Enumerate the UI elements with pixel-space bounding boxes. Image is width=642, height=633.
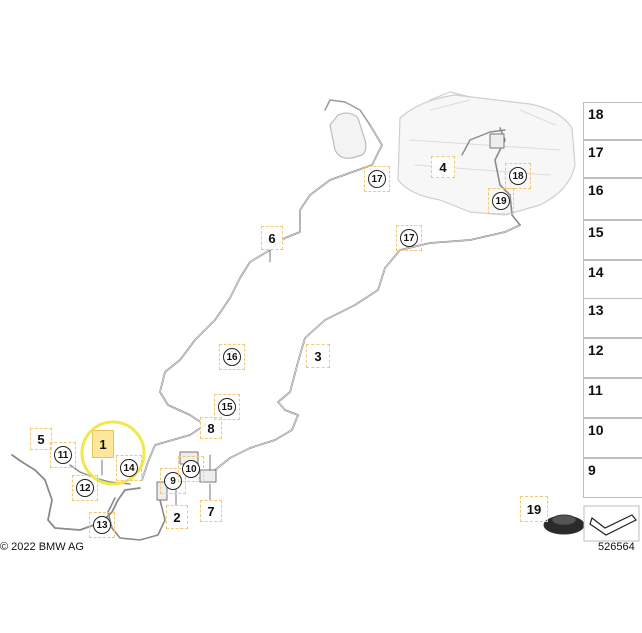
callout-12-text: 12 <box>76 479 94 497</box>
callout-17-lower[interactable]: 17 <box>396 225 422 251</box>
sidebar-item-17-label: 17 <box>588 144 604 160</box>
sidebar-item-10[interactable]: 10 <box>583 418 642 458</box>
sidebar-item-15-label: 15 <box>588 224 604 240</box>
sidebar-item-14[interactable]: 14 <box>583 260 642 300</box>
sidebar-item-12[interactable]: 12 <box>583 338 642 378</box>
sidebar-item-16-label: 16 <box>588 182 604 198</box>
sidebar-item-11-label: 11 <box>588 382 603 398</box>
callout-17-upper[interactable]: 17 <box>364 166 390 192</box>
fuel-line-3 <box>199 224 521 479</box>
sidebar-item-9-label: 9 <box>588 462 596 478</box>
callout-14-text: 14 <box>120 459 138 477</box>
sidebar-item-13-label: 13 <box>588 302 604 318</box>
callout-18[interactable]: 18 <box>505 163 531 189</box>
sidebar-item-9[interactable]: 9 <box>583 458 642 498</box>
callout-5[interactable]: 5 <box>30 428 52 450</box>
callout-19[interactable]: 19 <box>488 188 514 214</box>
sidebar-item-13[interactable]: 13 <box>583 298 642 338</box>
sidebar-item-17[interactable]: 17 <box>583 140 642 178</box>
sidebar-item-14-label: 14 <box>588 264 604 280</box>
callout-16[interactable]: 16 <box>219 344 245 370</box>
arrow-icon-card <box>583 505 640 542</box>
copyright-text: © 2022 BMW AG <box>0 541 84 553</box>
callout-17-upper-text: 17 <box>368 170 386 188</box>
sidebar-item-11[interactable]: 11 <box>583 378 642 418</box>
callout-1-highlighted[interactable]: 1 <box>92 430 114 458</box>
callout-16-text: 16 <box>223 348 241 366</box>
callout-12[interactable]: 12 <box>72 475 98 501</box>
detail-label-19[interactable]: 19 <box>520 496 548 522</box>
fuel-line-5 <box>11 454 141 531</box>
fuel-line-2 <box>107 497 166 541</box>
callout-2[interactable]: 2 <box>166 505 188 529</box>
sidebar-item-18-label: 18 <box>588 106 604 122</box>
diagram-number: 526564 <box>598 541 635 553</box>
callout-15[interactable]: 15 <box>214 394 240 420</box>
sidebar-item-15[interactable]: 15 <box>583 220 642 260</box>
fuel-filter <box>329 112 367 159</box>
callout-13-text: 13 <box>93 516 111 534</box>
callout-11[interactable]: 11 <box>50 442 76 468</box>
fuel-line-6 <box>141 124 383 481</box>
sidebar-item-12-label: 12 <box>588 342 604 358</box>
callout-14[interactable]: 14 <box>116 455 142 481</box>
callout-4[interactable]: 4 <box>431 156 455 178</box>
sidebar-item-16[interactable]: 16 <box>583 178 642 220</box>
callout-17-lower-text: 17 <box>400 229 418 247</box>
callout-3[interactable]: 3 <box>306 344 330 368</box>
fuel-tank <box>397 94 576 216</box>
callout-10-text: 10 <box>182 460 200 478</box>
callout-13[interactable]: 13 <box>89 512 115 538</box>
callout-6[interactable]: 6 <box>261 226 283 250</box>
callout-19-text: 19 <box>492 192 510 210</box>
sidebar-item-18[interactable]: 18 <box>583 102 642 140</box>
callout-15-text: 15 <box>218 398 236 416</box>
callout-8[interactable]: 8 <box>200 417 222 439</box>
callout-7[interactable]: 7 <box>200 500 222 522</box>
callout-10[interactable]: 10 <box>178 456 204 482</box>
sidebar-item-10-label: 10 <box>588 422 604 438</box>
highlight-ring <box>80 420 146 486</box>
callout-11-text: 11 <box>54 446 72 464</box>
callout-18-text: 18 <box>509 167 527 185</box>
